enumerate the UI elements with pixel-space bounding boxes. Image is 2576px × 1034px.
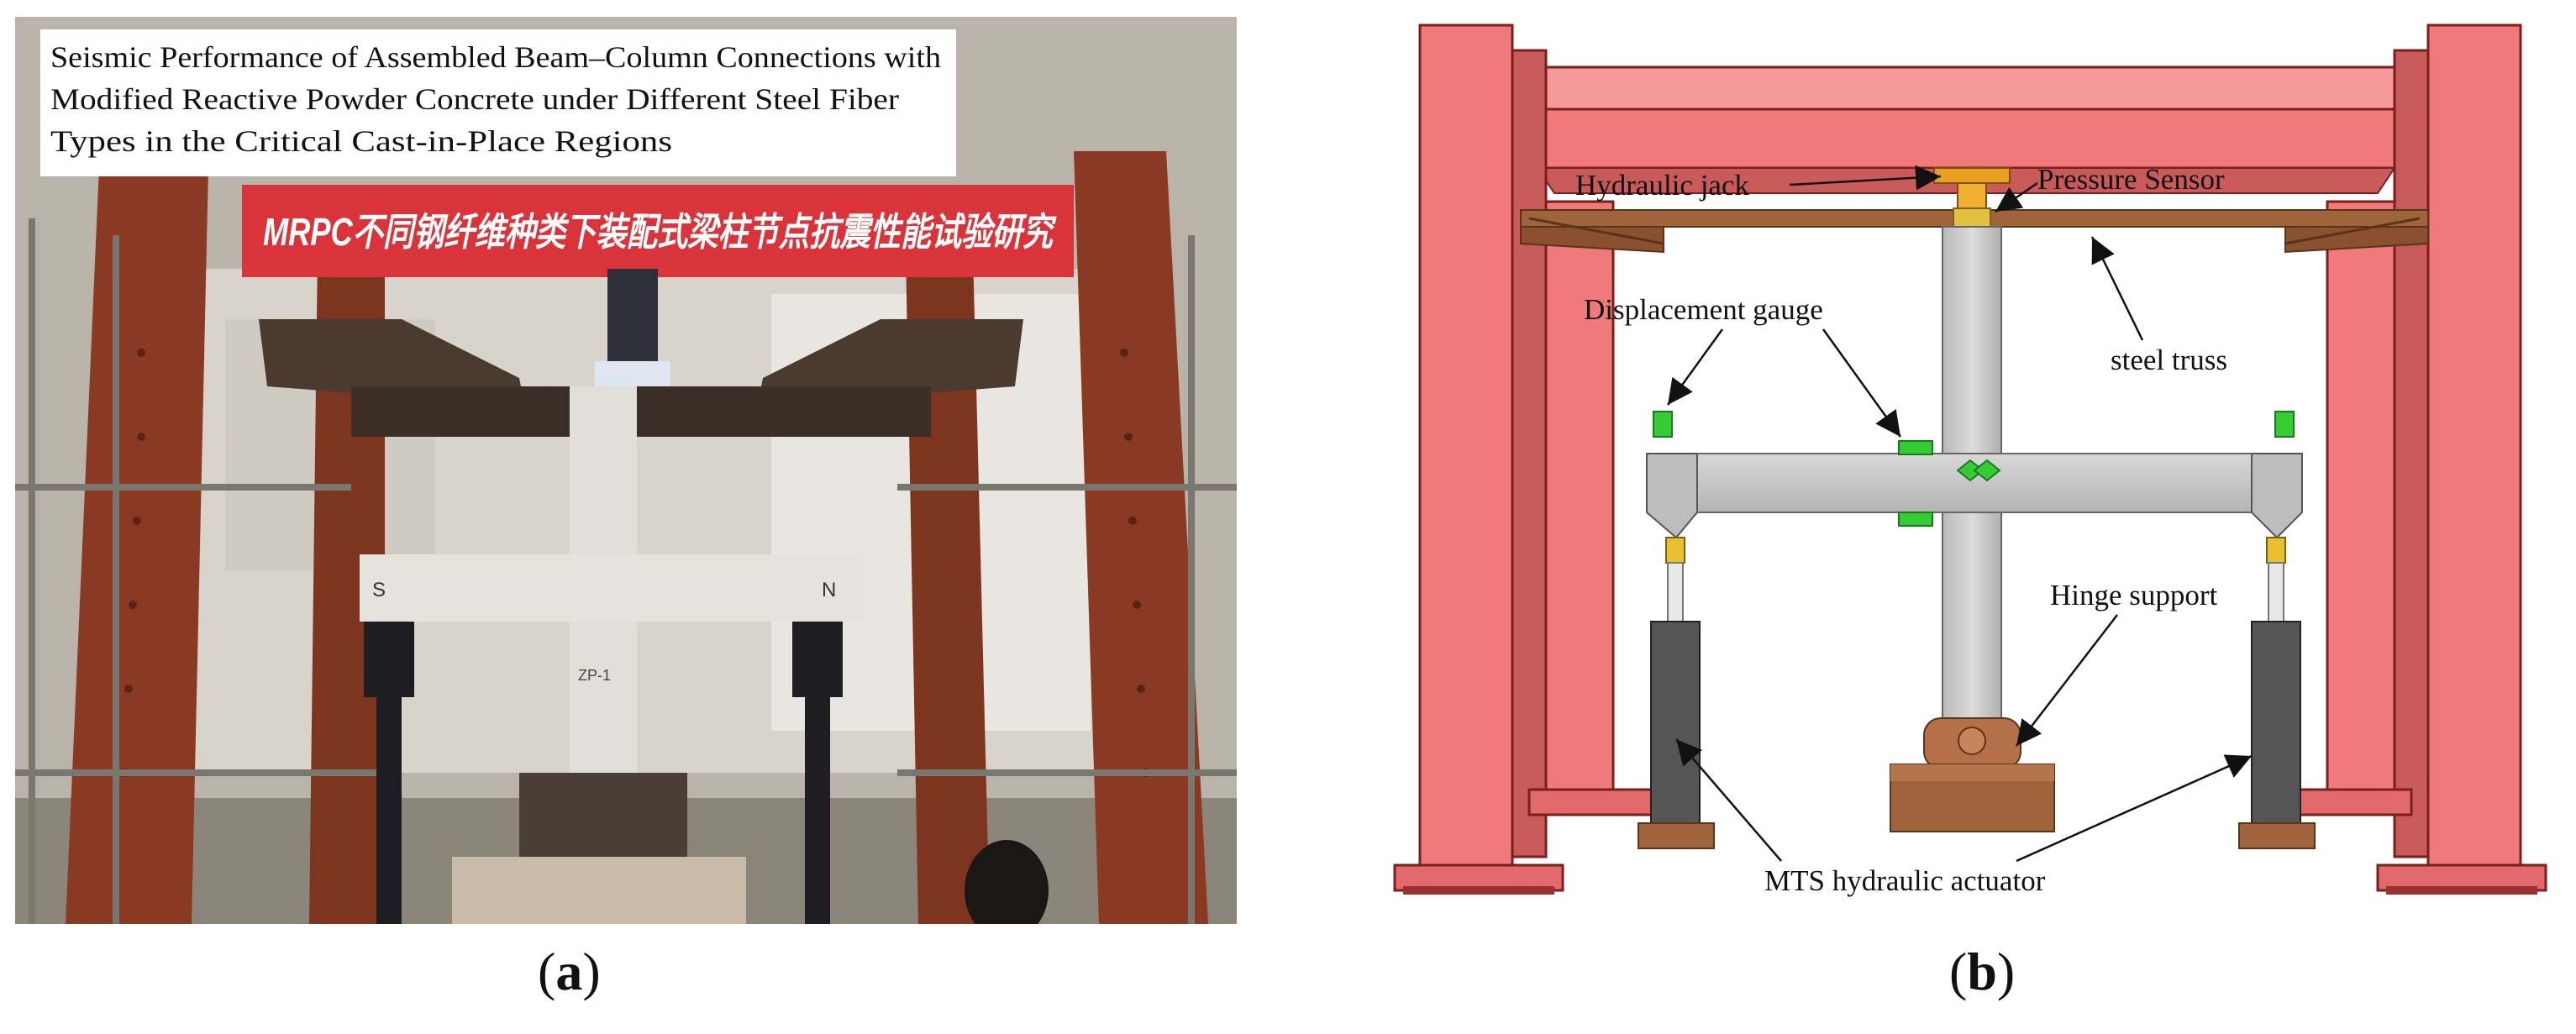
schematic: Hydraulic jack Pressure Sensor Displacem… xyxy=(1393,24,2547,897)
caption-b-close: ) xyxy=(1996,942,2016,1001)
frame-left-column xyxy=(1393,24,1657,895)
label-displacement-gauge: Displacement gauge xyxy=(1584,293,1823,326)
person-silhouette xyxy=(965,840,1049,941)
test-setup-diagram: Hydraulic jack Pressure Sensor Displacem… xyxy=(1386,17,2563,924)
specimen-mark-left: S xyxy=(372,579,386,601)
base-platform xyxy=(452,857,746,924)
pressure-sensor xyxy=(1953,207,1991,228)
beam-end-cap-left xyxy=(1646,453,1698,539)
photo-illustration: MRPC不同钢纤维种类下装配式梁柱节点抗震性能试验研究 S N ZP-1 xyxy=(15,17,1237,941)
leader-arrows xyxy=(1666,165,2253,863)
label-steel-truss: steel truss xyxy=(2111,344,2227,376)
label-hinge-support: Hinge support xyxy=(2050,579,2218,611)
caption-b-open: ( xyxy=(1949,942,1968,1001)
scaffolding xyxy=(15,218,1237,924)
mts-actuator-right xyxy=(2238,537,2316,849)
hydraulic-jack xyxy=(1933,167,2011,209)
specimen-id: ZP-1 xyxy=(578,667,611,684)
hydraulic-jack xyxy=(607,269,658,370)
mts-actuator-left xyxy=(1638,537,1715,849)
caption-b-letter: b xyxy=(1967,942,1997,1001)
banner-text: MRPC不同钢纤维种类下装配式梁柱节点抗震性能试验研究 xyxy=(263,210,1057,254)
caption-a-close: ) xyxy=(582,942,601,1001)
label-pressure-sensor: Pressure Sensor xyxy=(2037,163,2225,196)
caption-a-letter: a xyxy=(555,942,583,1001)
label-mts-actuator: MTS hydraulic actuator xyxy=(1764,864,2046,897)
frame-right-column xyxy=(2284,24,2547,895)
caption-b: (b) xyxy=(1949,941,2015,1003)
caption-a-open: ( xyxy=(538,942,556,1001)
title-line-3: Types in the Critical Cast-in-Place Regi… xyxy=(50,124,672,158)
specimen-mark-right: N xyxy=(822,579,836,601)
specimen: S N ZP-1 xyxy=(360,386,864,781)
banner xyxy=(242,185,1074,277)
test-setup-photo: MRPC不同钢纤维种类下装配式梁柱节点抗震性能试验研究 S N ZP-1 xyxy=(15,17,1237,941)
specimen-beam xyxy=(1663,453,2286,513)
beam-end-cap-right xyxy=(2251,453,2303,539)
title-box xyxy=(40,29,956,176)
title-line-2: Modified Reactive Powder Concrete under … xyxy=(50,82,899,116)
base-fixture xyxy=(519,773,687,865)
displacement-gauges xyxy=(1653,411,2295,527)
title-line-1: Seismic Performance of Assembled Beam–Co… xyxy=(50,40,941,74)
actuators xyxy=(364,622,843,924)
label-hydraulic-jack: Hydraulic jack xyxy=(1575,169,1749,202)
load-cell xyxy=(595,361,670,386)
hinge-support xyxy=(1890,717,2055,832)
loading-truss xyxy=(259,319,1023,437)
caption-a: (a) xyxy=(538,941,601,1003)
